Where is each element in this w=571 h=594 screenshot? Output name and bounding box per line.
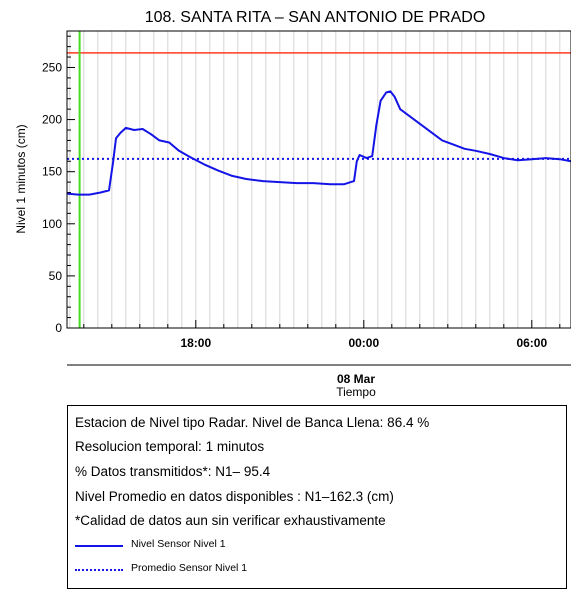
x-axis-ticks: 18:00 00:00 06:00	[83, 320, 561, 350]
y-axis-label: Nivel 1 minutos (cm)	[14, 124, 28, 233]
x-tick-label: 18:00	[180, 336, 211, 350]
y-tick-label: 100	[42, 217, 62, 231]
date-label: 08 Mar	[337, 372, 375, 386]
info-line: Nivel Promedio en datos disponibles : N1…	[75, 489, 394, 504]
y-tick-label: 150	[42, 165, 62, 179]
chart-title: 108. SANTA RITA – SAN ANTONIO DE PRADO	[145, 9, 486, 26]
plot-frame	[66, 30, 571, 329]
level-chart: 108. SANTA RITA – SAN ANTONIO DE PRADO 0…	[14, 9, 571, 399]
vertical-grid	[69, 31, 561, 328]
info-line: Resolucion temporal: 1 minutos	[75, 439, 265, 454]
series-lines	[66, 90, 571, 196]
legend-label: Promedio Sensor Nivel 1	[131, 562, 248, 574]
legend-swatch-dotted	[75, 569, 123, 571]
level-line	[66, 90, 571, 196]
y-tick-label: 200	[42, 113, 62, 127]
legend-label: Nivel Sensor Nivel 1	[131, 538, 226, 550]
y-tick-label: 0	[55, 321, 62, 335]
x-tick-label: 00:00	[348, 336, 379, 350]
info-box: Estacion de Nivel tipo Radar. Nivel de B…	[67, 405, 567, 589]
reference-lines	[67, 31, 571, 328]
info-line: Estacion de Nivel tipo Radar. Nivel de B…	[75, 415, 430, 430]
info-line: *Calidad de datos aun sin verificar exha…	[75, 513, 386, 528]
info-line: % Datos transmitidos*: N1– 95.4	[75, 464, 271, 479]
y-tick-label: 50	[49, 269, 63, 283]
y-axis-ticks: 0 50 100 150 200 250	[42, 35, 75, 335]
x-tick-label: 06:00	[516, 336, 547, 350]
y-tick-label: 250	[42, 60, 62, 74]
x-axis-label: Tiempo	[336, 385, 376, 399]
legend-swatch-solid	[75, 545, 123, 547]
